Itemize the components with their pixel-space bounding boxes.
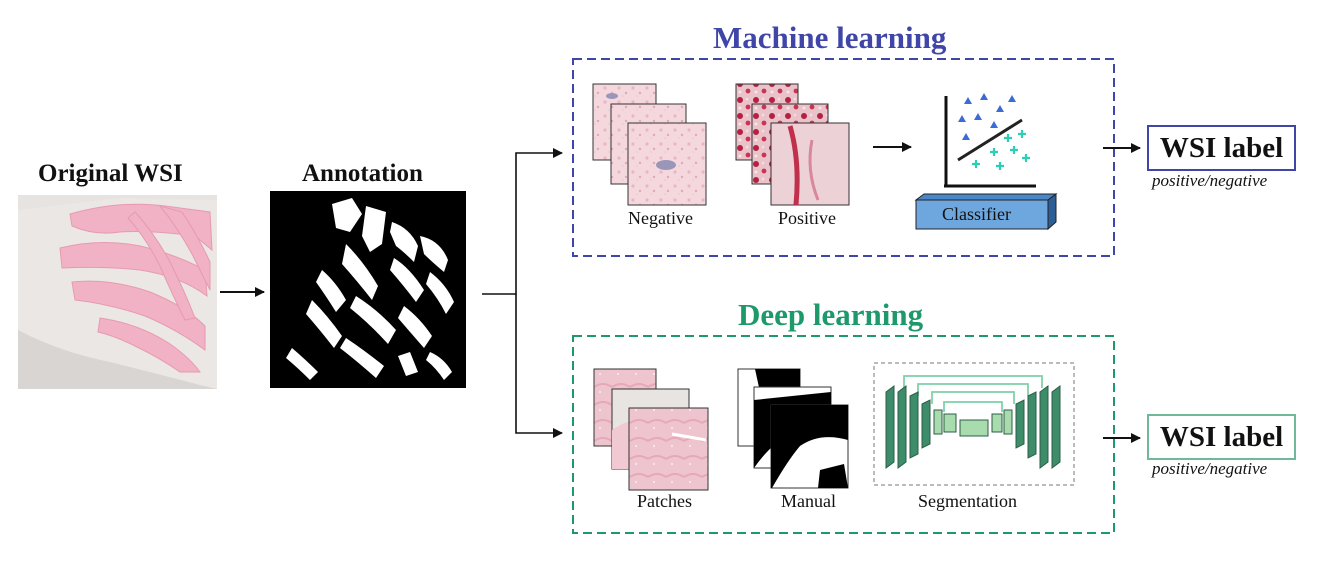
manual-masks-stack xyxy=(737,368,849,489)
dl-wsi-label-box: WSI label xyxy=(1147,414,1296,460)
original-wsi-title: Original WSI xyxy=(38,160,183,187)
classifier-label: Classifier xyxy=(942,204,1011,224)
ml-wsi-label-text: WSI label xyxy=(1159,131,1284,164)
classifier-plot-icon xyxy=(944,93,1036,188)
machine-learning-box xyxy=(572,58,1115,257)
annotation-title: Annotation xyxy=(302,160,423,187)
negative-patches-stack xyxy=(592,83,707,206)
patches-label: Patches xyxy=(637,491,692,511)
dl-wsi-label-text: WSI label xyxy=(1159,420,1284,453)
deep-learning-box xyxy=(572,335,1115,534)
ml-wsi-label-subtitle: positive/negative xyxy=(1152,171,1268,190)
manual-label: Manual xyxy=(781,491,836,511)
patches-stack xyxy=(593,368,709,491)
classifier-block xyxy=(914,193,1058,231)
arrow-to-machine-learning xyxy=(482,148,563,295)
negative-label: Negative xyxy=(628,208,693,228)
annotation-mask-image xyxy=(270,191,466,388)
deep-learning-title: Deep learning xyxy=(738,297,924,332)
ml-wsi-label-box: WSI label xyxy=(1147,125,1296,171)
original-wsi-image xyxy=(18,195,217,389)
dl-wsi-label-subtitle: positive/negative xyxy=(1152,459,1268,478)
segmentation-label: Segmentation xyxy=(918,491,1017,511)
arrow-to-deep-learning xyxy=(515,294,563,438)
positive-patches-stack xyxy=(735,83,850,206)
segmentation-unet-icon xyxy=(873,362,1075,486)
machine-learning-title: Machine learning xyxy=(713,20,947,55)
positive-label: Positive xyxy=(778,208,837,228)
